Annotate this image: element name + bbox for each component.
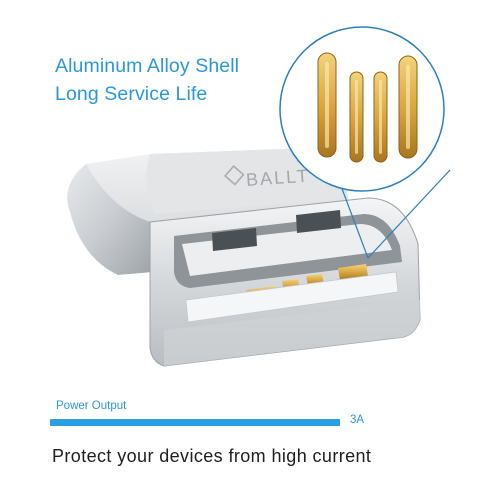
headline-line-1: Aluminum Alloy Shell xyxy=(55,55,240,77)
footer-tagline: Protect your devices from high current xyxy=(52,446,372,466)
brand-logo: BALLT xyxy=(223,165,310,190)
power-output-bar-fill xyxy=(50,419,340,426)
svg-text:BALLT: BALLT xyxy=(245,166,310,190)
callout-lines xyxy=(337,169,451,259)
aluminum-shell xyxy=(67,148,350,275)
usb-adapter-image: BALLT xyxy=(67,26,451,367)
usb-a-plug xyxy=(149,197,421,367)
power-output-label: Power Output xyxy=(56,400,127,412)
headline: Aluminum Alloy Shell Long Service Life xyxy=(55,52,305,108)
power-output-bar xyxy=(50,419,340,426)
power-output-value: 3A xyxy=(350,414,365,426)
headline-line-2: Long Service Life xyxy=(55,83,208,105)
usb-contact-pins-icon xyxy=(279,26,445,192)
